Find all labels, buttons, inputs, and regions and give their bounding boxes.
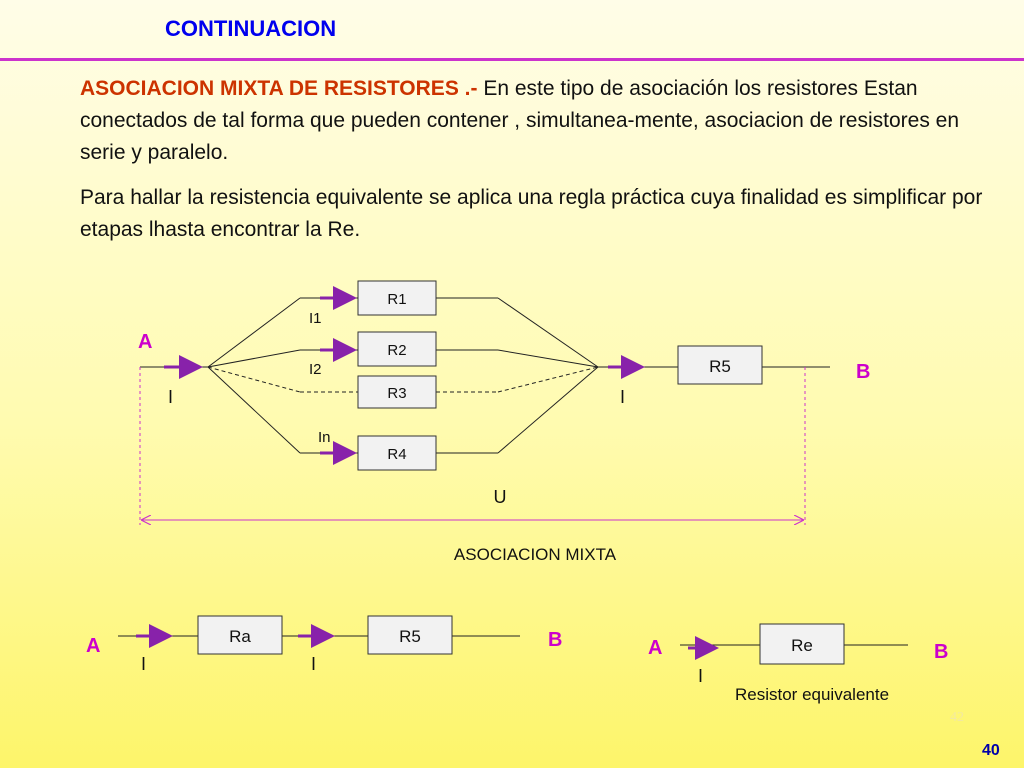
series-node-b-label: B [548, 629, 562, 651]
node-b-label: B [856, 361, 870, 383]
current-label-i2: I2 [309, 361, 322, 378]
slide-title: CONTINUACION [165, 16, 337, 41]
equivalent-current-label: I [698, 666, 703, 686]
resistor-r5-series: R5 [367, 615, 453, 655]
current-label-i1: I1 [309, 310, 322, 327]
current-label-output: I [620, 387, 625, 407]
resistor-ra: Ra [197, 615, 283, 655]
series-node-a-label: A [86, 635, 100, 657]
diagram-caption: ASOCIACION MIXTA [454, 545, 617, 564]
resistor-r1-label: R1 [387, 291, 406, 308]
equivalent-node-a-label: A [648, 637, 662, 659]
resistor-r5-series-label: R5 [399, 627, 421, 646]
voltage-label: U [494, 487, 507, 507]
resistor-r1: R1 [357, 280, 437, 316]
series-current-label-1: I [141, 654, 146, 674]
current-arrows [164, 286, 645, 465]
resistor-re-label: Re [791, 636, 813, 655]
intro-heading: ASOCIACION MIXTA DE RESISTORES .- [80, 77, 478, 100]
resistor-r5: R5 [677, 345, 763, 385]
resistor-re: Re [759, 623, 845, 665]
resistor-r5-label: R5 [709, 357, 731, 376]
rule-paragraph: Para hallar la resistencia equivalente s… [80, 186, 983, 241]
resistor-r4-label: R4 [387, 446, 406, 463]
voltage-dimension [139, 367, 806, 525]
equivalent-caption: Resistor equivalente [735, 685, 889, 704]
intro-paragraph: ASOCIACION MIXTA DE RESISTORES .- En est… [80, 73, 1000, 169]
resistor-r2-label: R2 [387, 342, 406, 359]
node-a-label: A [138, 331, 152, 353]
slide-page-number: 40 [982, 742, 1000, 759]
current-label-in: In [318, 429, 331, 446]
resistor-r3-label: R3 [387, 385, 406, 402]
equivalent-node-b-label: B [934, 641, 948, 663]
current-label-input: I [168, 387, 173, 407]
series-current-label-2: I [311, 654, 316, 674]
resistor-r3: R3 [357, 375, 437, 409]
resistor-r4: R4 [357, 435, 437, 471]
resistor-ra-label: Ra [229, 627, 251, 646]
ghost-page-number: 42 [950, 710, 964, 725]
intro-text: En este tipo de asociación los resistore… [80, 77, 960, 164]
resistor-r2: R2 [357, 331, 437, 367]
header-divider [0, 58, 1024, 61]
